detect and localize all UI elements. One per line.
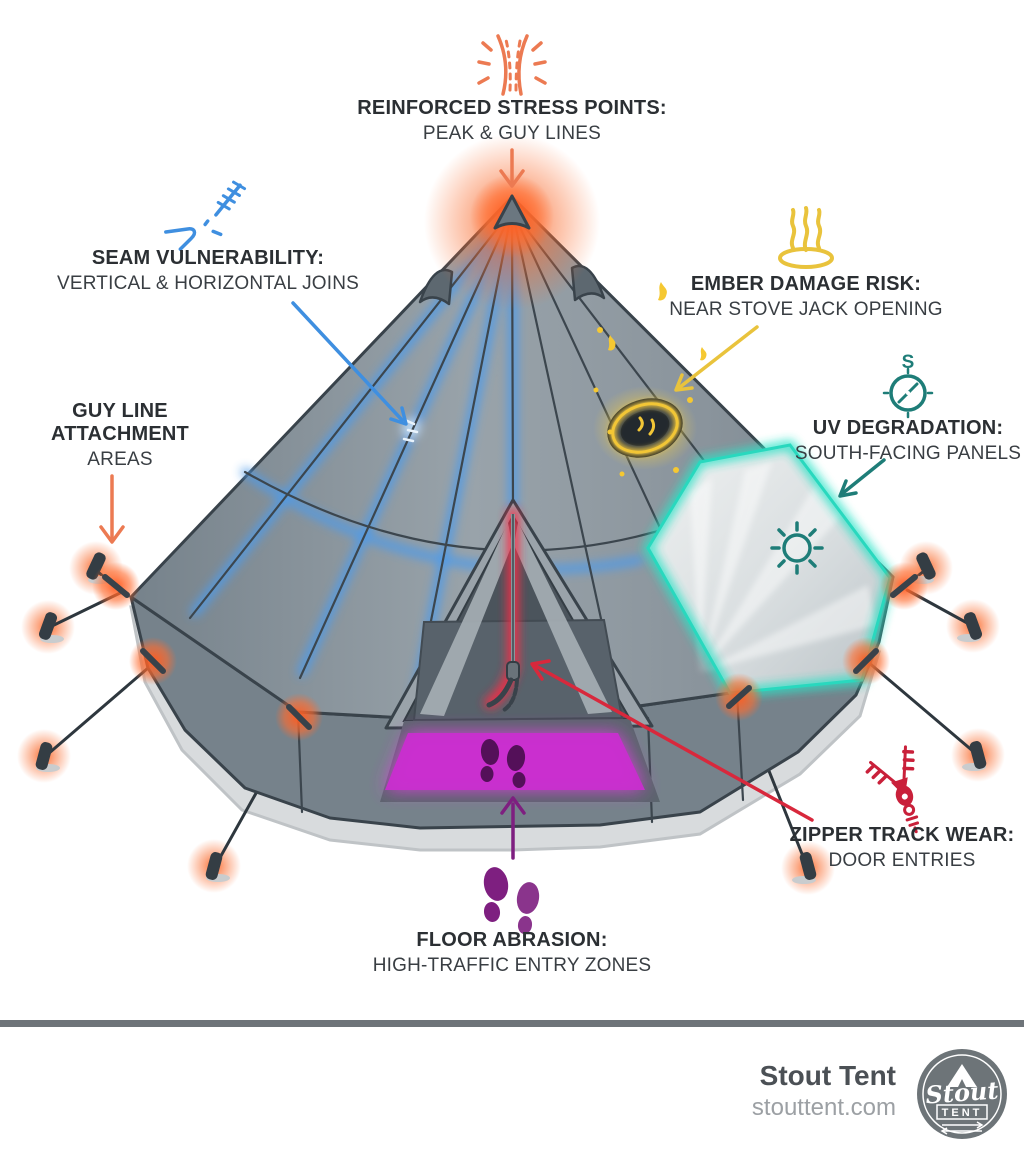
logo-banner: TENT <box>936 1104 988 1120</box>
logo-tent-icon <box>947 1064 977 1087</box>
door-zipper <box>484 508 520 712</box>
seam-title: SEAM VULNERABILITY: <box>91 247 325 269</box>
callout-uv: UV DEGRADATION: SOUTH-FACING PANELS <box>795 417 1021 465</box>
ember-sparks <box>593 282 707 477</box>
ember-title: EMBER DAMAGE RISK: <box>690 273 922 295</box>
arrow-stress <box>499 148 525 188</box>
stout-tent-logo: Stout TENT <box>917 1049 1007 1139</box>
zipper-title: ZIPPER TRACK WEAR: <box>789 824 1015 846</box>
callout-ember: EMBER DAMAGE RISK: NEAR STOVE JACK OPENI… <box>669 273 942 321</box>
peak <box>424 134 600 310</box>
uv-title: UV DEGRADATION: <box>812 417 1004 439</box>
floor-mat <box>385 733 645 790</box>
zipper-subtitle: DOOR ENTRIES <box>828 850 976 871</box>
arrow-zipper <box>530 659 814 822</box>
callout-zipper: ZIPPER TRACK WEAR: DOOR ENTRIES <box>790 824 1015 872</box>
stress-burst-icon <box>477 34 547 96</box>
brand-name: Stout Tent <box>759 1060 896 1091</box>
uv-subtitle: SOUTH-FACING PANELS <box>794 443 1022 464</box>
footprints-icon <box>483 867 540 934</box>
footer-brand: Stout Tent stouttent.com <box>752 1060 896 1122</box>
seam-subtitle: VERTICAL & HORIZONTAL JOINS <box>56 273 360 294</box>
arrow-ember <box>674 325 759 392</box>
arrow-seam <box>291 301 408 426</box>
logo-arrows-icon <box>940 1121 984 1135</box>
callout-icons <box>164 34 934 934</box>
guy-lines-line1: GUY LINE <box>72 400 168 422</box>
callout-guy-lines: GUY LINE ATTACHMENT AREAS <box>51 400 189 471</box>
arrow-uv <box>838 458 886 498</box>
broken-stitch-icon <box>164 180 247 251</box>
brand-website: stouttent.com <box>751 1094 896 1121</box>
guy-lines-line2: ATTACHMENT <box>51 423 189 445</box>
stove-steam-icon <box>778 206 834 269</box>
sun-icon <box>770 521 824 575</box>
callout-seam: SEAM VULNERABILITY: VERTICAL & HORIZONTA… <box>57 247 359 295</box>
compass-cardinal-label: S <box>902 352 915 373</box>
logo-script-text: Stout <box>924 1075 999 1109</box>
door-curtain-left <box>420 522 512 716</box>
guy-lines-and-stakes <box>17 541 1005 895</box>
stove-jack <box>593 282 707 477</box>
attachment-loops <box>92 562 928 741</box>
door-curtain-right <box>514 522 612 714</box>
zipper-icon <box>865 745 920 834</box>
compass-icon <box>882 367 934 419</box>
callout-stress: REINFORCED STRESS POINTS: PEAK & GUY LIN… <box>357 97 666 145</box>
arrow-guy-lines <box>99 474 125 544</box>
callout-arrows <box>99 148 886 860</box>
uv-panel <box>642 440 895 698</box>
door <box>380 498 660 802</box>
arrow-floor <box>500 796 526 860</box>
callout-floor: FLOOR ABRASION: HIGH-TRAFFIC ENTRY ZONES <box>373 929 652 977</box>
mat-footprints <box>480 739 526 788</box>
uv-rays <box>690 462 876 672</box>
stress-subtitle: PEAK & GUY LINES <box>422 123 602 144</box>
floor-title: FLOOR ABRASION: <box>416 929 608 951</box>
guy-lines-line3: AREAS <box>87 449 153 470</box>
footer-divider <box>0 1020 1024 1027</box>
stress-title: REINFORCED STRESS POINTS: <box>357 97 667 119</box>
ember-subtitle: NEAR STOVE JACK OPENING <box>669 299 943 320</box>
floor-subtitle: HIGH-TRAFFIC ENTRY ZONES <box>372 955 652 976</box>
logo-banner-text: TENT <box>942 1107 983 1119</box>
